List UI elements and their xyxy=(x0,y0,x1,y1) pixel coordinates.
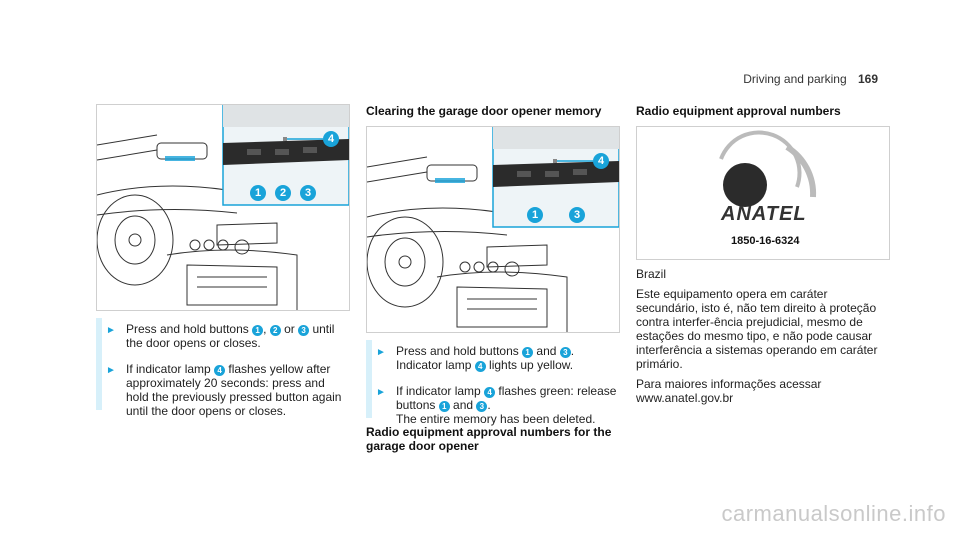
dashboard-illustration-mid: 1 3 4 xyxy=(366,126,620,333)
anatel-number: 1850-16-6324 xyxy=(731,235,800,247)
watermark: carmanualsonline.info xyxy=(721,501,946,526)
middle-instructions: ► Press and hold buttons 1 and 3. Indica… xyxy=(366,344,624,438)
anatel-logo xyxy=(719,130,817,207)
instruction-step: ► Press and hold buttons 1, 2 or 3 until… xyxy=(106,322,335,350)
dashboard-illustration-left: 1 2 3 4 xyxy=(96,104,350,311)
callout-1: 1 xyxy=(250,185,266,201)
steps-marker-left xyxy=(96,318,102,410)
anatel-logo-text: ANATEL xyxy=(721,203,807,225)
section-heading: Clearing the garage door opener memory xyxy=(366,104,602,118)
callout-3: 3 xyxy=(298,325,310,336)
anatel-notice: Este equipamento opera em caráter secund… xyxy=(636,287,878,371)
arrow-icon: ► xyxy=(376,387,386,398)
page-header: Driving and parking 169 xyxy=(743,72,878,86)
callout-4: 4 xyxy=(593,153,609,169)
callout-3: 3 xyxy=(300,185,316,201)
callout-3: 3 xyxy=(569,207,585,223)
callout-2: 2 xyxy=(275,185,291,201)
section-title: Driving and parking xyxy=(743,72,847,86)
dashboard-drawing xyxy=(97,105,349,310)
country-label: Brazil xyxy=(636,267,667,281)
callout-2: 2 xyxy=(269,325,281,336)
callout-1: 1 xyxy=(522,347,534,358)
instruction-step: ► If indicator lamp 4 flashes yellow aft… xyxy=(106,362,342,418)
dashboard-drawing xyxy=(367,127,619,332)
section-heading: Radio equipment approval numbers xyxy=(636,104,841,118)
callout-1: 1 xyxy=(527,207,543,223)
left-instructions: ► Press and hold buttons 1, 2 or 3 until… xyxy=(96,322,348,430)
anatel-logo-box: ANATEL 1850-16-6324 xyxy=(636,126,890,260)
callout-4: 4 xyxy=(484,387,496,398)
callout-1: 1 xyxy=(252,325,264,336)
callout-3: 3 xyxy=(559,347,571,358)
callout-4: 4 xyxy=(474,361,486,372)
arrow-icon: ► xyxy=(106,325,116,336)
callout-4: 4 xyxy=(323,131,339,147)
instruction-step: ► Press and hold buttons 1 and 3. Indica… xyxy=(376,344,575,372)
callout-4: 4 xyxy=(214,365,226,376)
arrow-icon: ► xyxy=(106,365,116,376)
callout-1: 1 xyxy=(438,401,450,412)
instruction-step: ► If indicator lamp 4 flashes green: rel… xyxy=(376,384,617,426)
callout-3: 3 xyxy=(476,401,488,412)
page-number: 169 xyxy=(857,72,878,86)
steps-marker-mid xyxy=(366,340,372,418)
anatel-link[interactable]: www.anatel.gov.br xyxy=(636,391,734,405)
arrow-icon: ► xyxy=(376,347,386,358)
info-paragraph: Para maiores informações acessar www.ana… xyxy=(636,377,822,405)
section-heading: Radio equipment approval numbers for the… xyxy=(366,425,612,453)
right-text: Brazil Este equipamento opera em caráter… xyxy=(636,267,892,411)
